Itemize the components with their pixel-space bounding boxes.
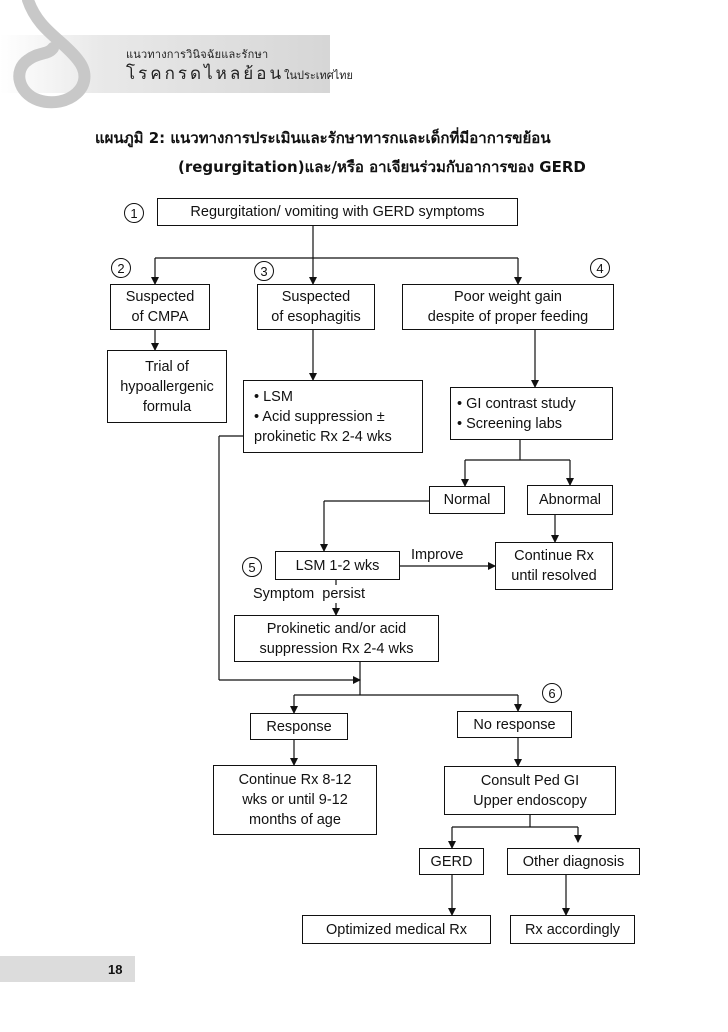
edge-label-improve: Improve [411,546,464,564]
stomach-logo-icon [13,0,91,109]
node-normal: Normal [429,486,505,514]
step-marker-1: 1 [124,203,144,223]
node-consult-ped-gi: Consult Ped GI Upper endoscopy [444,766,616,815]
node-response: Response [250,713,348,740]
step-marker-4: 4 [590,258,610,278]
node-prokinetic-acid: Prokinetic and/or acid suppression Rx 2-… [234,615,439,662]
header-title-tail: ในประเทศไทย [284,69,353,82]
node-suspected-esophagitis: Suspected of esophagitis [257,284,375,330]
node-continue-8-12: Continue Rx 8-12 wks or until 9-12 month… [213,765,377,835]
page-number: 18 [0,956,135,982]
node-lsm-1-2-wks: LSM 1-2 wks [275,551,400,580]
step-marker-3: 3 [254,261,274,281]
step-marker-5: 5 [242,557,262,577]
node-poor-weight-gain: Poor weight gain despite of proper feedi… [402,284,614,330]
edge-label-symptom-persist: Symptom persist [253,585,365,603]
step-marker-6: 6 [542,683,562,703]
node-suspected-cmpa: Suspected of CMPA [110,284,210,330]
node-gerd: GERD [419,848,484,875]
node-start: Regurgitation/ vomiting with GERD sympto… [157,198,518,226]
node-no-response: No response [457,711,572,738]
header-subtitle: แนวทางการวินิจฉัยและรักษา [126,48,269,61]
header-title-main: โรคกรดไหลย้อน [126,64,285,84]
node-gi-contrast: • GI contrast study • Screening labs [450,387,613,440]
node-rx-accordingly: Rx accordingly [510,915,635,944]
node-lsm-acid: • LSM • Acid suppression ± prokinetic Rx… [243,380,423,453]
step-marker-2: 2 [111,258,131,278]
figure-title-line1: แผนภูมิ 2: แนวทางการประเมินและรักษาทารกแ… [95,129,551,147]
node-trial-hypoallergenic: Trial of hypoallergenic formula [107,350,227,423]
node-optimized-medical: Optimized medical Rx [302,915,491,944]
node-other-diagnosis: Other diagnosis [507,848,640,875]
node-abnormal: Abnormal [527,485,613,515]
node-continue-until-resolved: Continue Rx until resolved [495,542,613,590]
figure-title-line2: (regurgitation)และ/หรือ อาเจียนร่วมกับอา… [178,158,586,176]
header-title: โรคกรดไหลย้อนในประเทศไทย [126,60,353,87]
